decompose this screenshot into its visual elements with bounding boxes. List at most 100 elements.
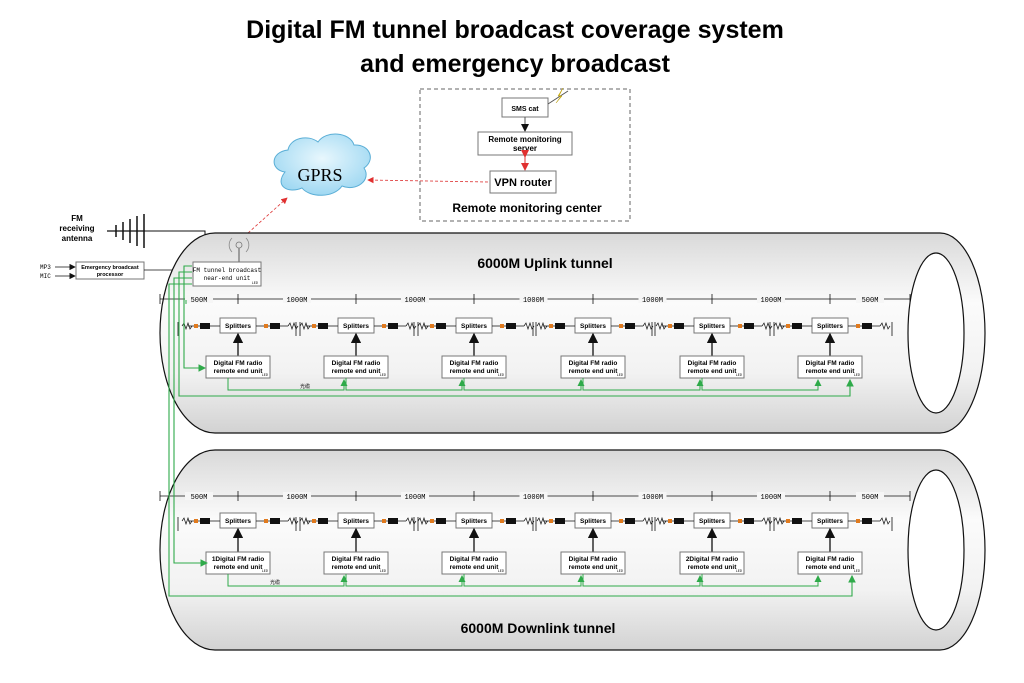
downlink-distance-label: 1000M [760, 494, 781, 502]
uplink-antenna-icon [738, 324, 742, 328]
uplink-antenna-icon [619, 324, 623, 328]
uplink-remote-unit-box [679, 355, 745, 379]
downlink-distance-bg [638, 492, 667, 500]
downlink-remote-unit-tag: LED [380, 570, 386, 574]
sms-antenna-icon [547, 90, 569, 105]
downlink-fiber-chain [582, 574, 704, 587]
downlink-antenna-icon [668, 519, 672, 523]
lightning-icon [555, 87, 564, 104]
downlink-radiating-cable-icon [642, 516, 654, 526]
downlink-splitter-label: Splitters [461, 518, 487, 525]
svg-text:processor: processor [97, 272, 124, 278]
downlink-remote-unit-label: remote end unit [214, 564, 264, 571]
downlink-radiating-cable-icon [181, 516, 193, 526]
uplink-antenna-icon [318, 323, 328, 329]
vpn-router-label: VPN router [494, 177, 552, 189]
near-end-fiber-1 [183, 265, 207, 372]
downlink-tunnel-opening [907, 469, 965, 631]
downlink-remote-unit-box [679, 551, 745, 575]
downlink-antenna-icon [549, 519, 553, 523]
uplink-remote-unit-tag: LED [498, 374, 504, 378]
uplink-remote-unit-label: Digital FM radio [214, 360, 263, 367]
downlink-splitter-label: Splitters [817, 518, 843, 525]
uplink-antenna-icon [786, 324, 790, 328]
downlink-distance-label: 1000M [286, 494, 307, 502]
downlink-distance-bg [519, 492, 548, 500]
uplink-antenna-icon [792, 323, 802, 329]
svg-text:FM tunnel broadcast: FM tunnel broadcast [193, 267, 261, 274]
title-line-1: Digital FM tunnel broadcast coverage sys… [246, 16, 784, 44]
fm-antenna: FM receiving antenna [59, 214, 206, 261]
downlink-tunnel: 6000M Downlink tunnel [159, 449, 986, 651]
uplink-antenna-icon [674, 323, 684, 329]
uplink-radiating-cable-icon [642, 321, 654, 331]
title-line-2: and emergency broadcast [360, 50, 671, 78]
downlink-antenna-icon [430, 519, 434, 523]
downlink-antenna-icon [744, 518, 754, 524]
uplink-distance-bg [757, 295, 785, 303]
uplink-distance-label: 500M [191, 297, 208, 305]
uplink-distance-label: 1000M [523, 297, 544, 305]
svg-text:near-end unit: near-end unit [204, 275, 251, 282]
uplink-distance-label: 500M [862, 297, 879, 305]
uplink-antenna-icon [264, 324, 268, 328]
near-end-unit: FM tunnel broadcast near-end unit LED [192, 237, 262, 287]
downlink-tunnel-label: 6000M Downlink tunnel [461, 620, 616, 636]
uplink-antenna-icon [430, 324, 434, 328]
uplink-fiber-chain [345, 378, 466, 391]
downlink-remote-unit-label: remote end unit [688, 564, 738, 571]
downlink-antenna-icon [674, 518, 684, 524]
remote-monitoring-center: SMS cat Remote monitoring server VPN rou… [419, 87, 631, 222]
uplink-antenna-icon [388, 323, 398, 329]
near-end-fiber-2 [178, 271, 854, 397]
uplink-tunnel-label: 6000M Uplink tunnel [477, 255, 612, 271]
downlink-remote-unit-label: remote end unit [332, 564, 382, 571]
svg-text:LED: LED [252, 282, 258, 286]
vpn-router-box [489, 170, 557, 194]
downlink-distance-label: 500M [191, 494, 208, 502]
uplink-remote-unit-tag: LED [380, 374, 386, 378]
downlink-distance-bg [856, 492, 884, 500]
gprs-cloud: GPRS [273, 133, 371, 196]
uplink-remote-unit-label: Digital FM radio [806, 360, 855, 367]
gprs-label: GPRS [297, 165, 342, 185]
svg-text:Emergency broadcast: Emergency broadcast [81, 265, 139, 271]
uplink-splitter-label: Splitters [225, 323, 251, 330]
uplink-antenna-icon [856, 324, 860, 328]
uplink-remote-unit-label: remote end unit [214, 368, 264, 375]
uplink-splitter-label: Splitters [461, 323, 487, 330]
downlink-distance-label: 1000M [642, 494, 663, 502]
downlink-splitter-label: Splitters [699, 518, 725, 525]
downlink-antenna-icon [786, 519, 790, 523]
downlink-radiating-cable-icon [773, 516, 785, 526]
mic-input-label: MIC [40, 273, 51, 280]
downlink-remote-unit-label: 1Digital FM radio [212, 556, 264, 563]
downlink-fiber-chain [701, 574, 822, 587]
uplink-distance-label: 1000M [642, 297, 663, 305]
downlink-antenna-icon [318, 518, 328, 524]
svg-text:FM: FM [71, 214, 83, 223]
uplink-radiating-cable-icon [655, 321, 667, 331]
uplink-antenna-icon [194, 324, 198, 328]
downlink-distance-bg [185, 492, 213, 500]
uplink-remote-unit-tag: LED [736, 374, 742, 378]
downlink-splitter-label: Splitters [580, 518, 606, 525]
downlink-radiating-cable-icon [655, 516, 667, 526]
uplink-remote-unit-label: Digital FM radio [688, 360, 737, 367]
downlink-fiber-label: 光缆 [270, 579, 280, 586]
uplink-fiber-chain [227, 378, 348, 391]
near-end-fiber-3 [173, 277, 209, 567]
uplink-distance-bg [283, 295, 311, 303]
downlink-antenna-icon [264, 519, 268, 523]
downlink-distance-bg [401, 492, 429, 500]
downlink-antenna-icon [194, 519, 198, 523]
emergency-processor: MP3 MIC Emergency broadcast processor [40, 261, 193, 280]
downlink-remote-unit-label: Digital FM radio [450, 556, 499, 563]
svg-text:receiving: receiving [59, 224, 94, 233]
uplink-antenna-icon [200, 323, 210, 329]
uplink-splitter-label: Splitters [343, 323, 369, 330]
uplink-distance-label: 1000M [404, 297, 425, 305]
downlink-antenna-icon [792, 518, 802, 524]
